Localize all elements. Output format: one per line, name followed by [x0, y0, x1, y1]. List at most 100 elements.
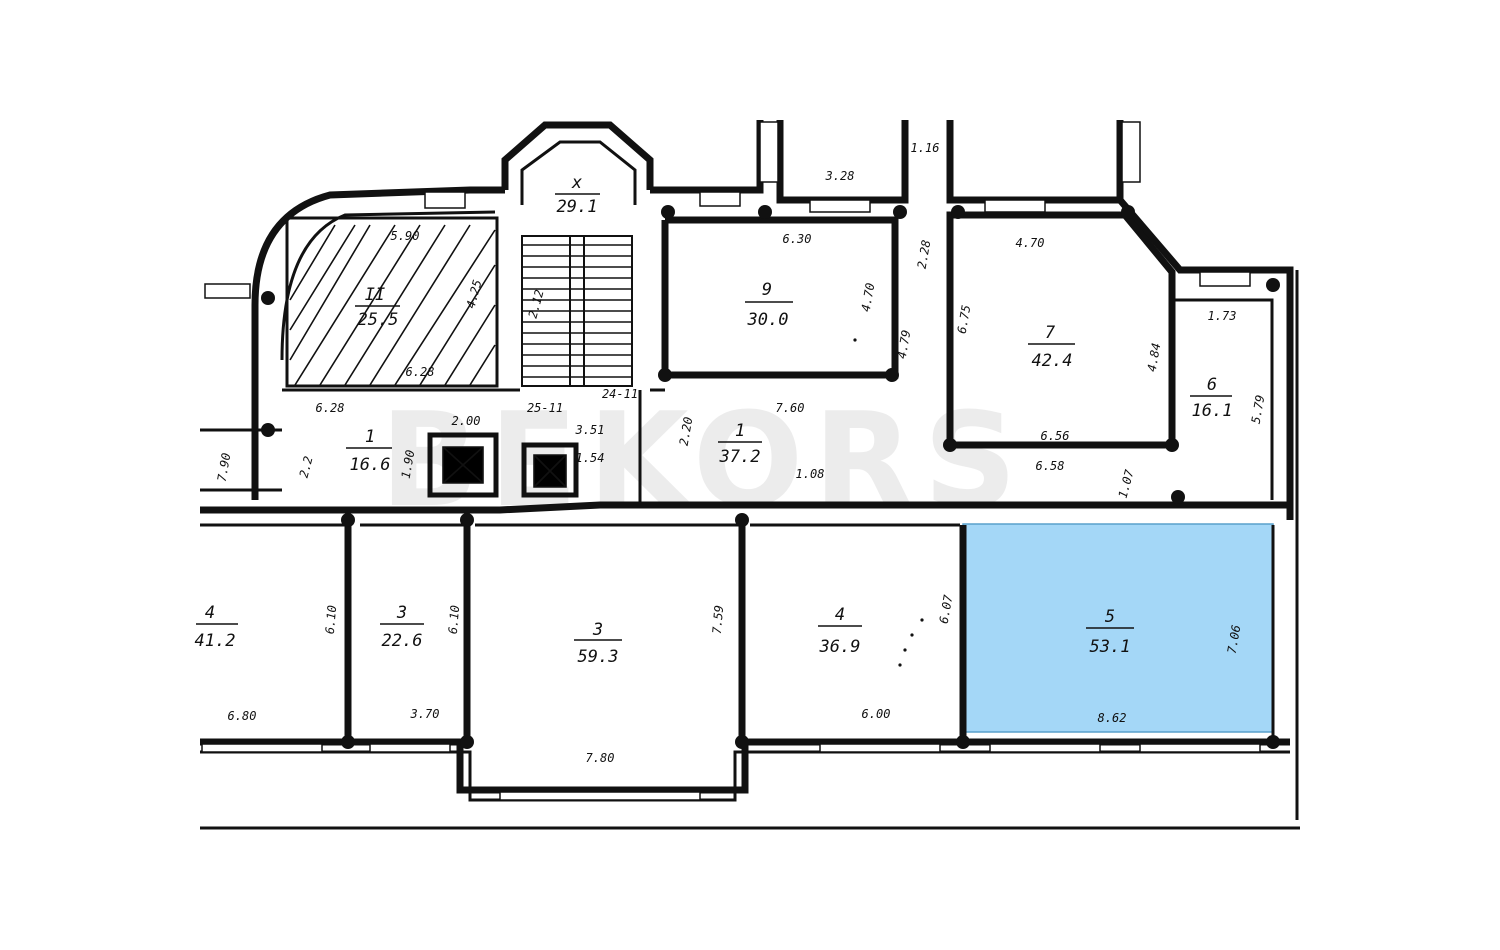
svg-text:3: 3 — [592, 620, 603, 640]
svg-text:II: II — [365, 285, 385, 305]
dimension: 7.06 — [1225, 624, 1244, 655]
svg-text:16.6: 16.6 — [350, 455, 391, 475]
dimension: 8.62 — [1098, 711, 1127, 725]
dimension: 6.75 — [955, 304, 974, 335]
dimension: 4.25 — [464, 278, 485, 310]
room-7-label[interactable]: 7 42.4 — [1028, 323, 1075, 371]
column-node — [261, 291, 275, 305]
column-node — [735, 513, 749, 527]
svg-text:30.0: 30.0 — [747, 310, 789, 330]
column-nodes — [261, 205, 1280, 749]
dimension: 1.73 — [1208, 309, 1237, 323]
svg-text:5: 5 — [1105, 607, 1115, 627]
svg-text:25.5: 25.5 — [358, 310, 399, 330]
room-1-center-label[interactable]: 1 37.2 — [718, 421, 762, 467]
dimension: 7.80 — [586, 751, 615, 765]
svg-text:1: 1 — [735, 421, 745, 441]
dimension: 2.12 — [526, 288, 547, 320]
room-6-label[interactable]: 6 16.1 — [1190, 375, 1232, 421]
dimension: 6.30 — [783, 232, 812, 246]
dimension: 7.59 — [710, 605, 726, 635]
svg-text:1: 1 — [365, 427, 375, 447]
column-node — [1266, 278, 1280, 292]
svg-text:59.3: 59.3 — [578, 647, 619, 667]
column-node — [1266, 735, 1280, 749]
staircase — [521, 235, 633, 387]
room-3-big-label[interactable]: 3 59.3 — [574, 620, 622, 667]
column-node — [951, 205, 965, 219]
svg-text:6: 6 — [1207, 375, 1217, 395]
room-3-small-label[interactable]: 3 22.6 — [380, 603, 424, 651]
svg-text:29.1: 29.1 — [557, 197, 598, 217]
dimension: 5.90 — [391, 229, 420, 243]
svg-text:9: 9 — [762, 280, 772, 300]
svg-text:53.1: 53.1 — [1090, 637, 1131, 657]
room-1-left-label[interactable]: 1 16.6 — [346, 427, 392, 475]
dimension: 3.70 — [410, 707, 440, 721]
svg-text:42.4: 42.4 — [1032, 351, 1073, 371]
column-node — [261, 423, 275, 437]
dimension: 4.79 — [895, 329, 914, 360]
room-4-mid-label[interactable]: 4 36.9 — [818, 605, 862, 657]
dimension: 1.07 — [1116, 467, 1137, 499]
room-labels: x 29.1 II 25.5 9 30.0 7 42.4 6 16.1 1 16… — [195, 173, 1233, 667]
column-node — [885, 368, 899, 382]
dimension: 6.07 — [937, 593, 956, 625]
dimension: 6.10 — [446, 605, 462, 635]
dimension: 4.70 — [859, 282, 878, 313]
svg-text:7: 7 — [1045, 323, 1056, 343]
column-node — [658, 368, 672, 382]
dimension: 6.80 — [228, 709, 257, 723]
column-node — [735, 735, 749, 749]
column-node — [1165, 438, 1179, 452]
dimension: 2.00 — [452, 414, 481, 428]
svg-text:x: x — [571, 173, 583, 193]
dimension: 7.60 — [776, 401, 805, 415]
dimension: 6.28 — [406, 365, 435, 379]
dimension: 5.79 — [1249, 394, 1268, 425]
column-node — [460, 735, 474, 749]
dimension: 6.58 — [1036, 459, 1065, 473]
dimension-labels: 5.90 4.25 6.28 6.28 2.00 2.2 7.90 1.90 6… — [215, 141, 1268, 765]
dimension: 7.90 — [215, 452, 234, 483]
svg-text:16.1: 16.1 — [1192, 401, 1233, 421]
svg-text:37.2: 37.2 — [719, 447, 761, 467]
room-stair-label: x 29.1 — [555, 173, 600, 217]
column-node — [956, 735, 970, 749]
dimension: 3.51 — [575, 423, 605, 437]
windows — [201, 121, 1261, 801]
dimension: 2.20 — [677, 416, 696, 447]
svg-text:36.9: 36.9 — [819, 637, 861, 657]
column-node — [341, 735, 355, 749]
column-node — [1121, 205, 1135, 219]
dots — [853, 338, 924, 667]
walls — [200, 120, 1300, 830]
room-4-left-label[interactable]: 4 41.2 — [195, 603, 238, 651]
room-9-label[interactable]: 9 30.0 — [745, 280, 793, 330]
column-node — [893, 205, 907, 219]
room-hatched-label: II 25.5 — [355, 285, 400, 330]
dimension: 4.84 — [1145, 342, 1164, 373]
dimension: 6.10 — [323, 605, 339, 635]
dimension: 25-11 — [527, 401, 563, 415]
svg-text:4: 4 — [205, 603, 215, 623]
column-node — [460, 513, 474, 527]
dimension: 4.70 — [1016, 236, 1045, 250]
column-node — [943, 438, 957, 452]
dimension: 6.00 — [862, 707, 891, 721]
room-5-label[interactable]: 5 53.1 — [1086, 607, 1134, 657]
dimension: 24-11 — [602, 387, 638, 401]
dimension: 1.16 — [911, 141, 940, 155]
dimension: 2.2 — [297, 455, 316, 480]
column-node — [1171, 490, 1185, 504]
svg-text:3: 3 — [396, 603, 407, 623]
dimension: 1.08 — [796, 467, 825, 481]
dimension: 6.28 — [316, 401, 345, 415]
dimension: 1.54 — [576, 451, 605, 465]
svg-text:41.2: 41.2 — [195, 631, 236, 651]
dimension: 2.28 — [915, 239, 934, 270]
column-node — [758, 205, 772, 219]
svg-text:4: 4 — [835, 605, 845, 625]
column-node — [341, 513, 355, 527]
